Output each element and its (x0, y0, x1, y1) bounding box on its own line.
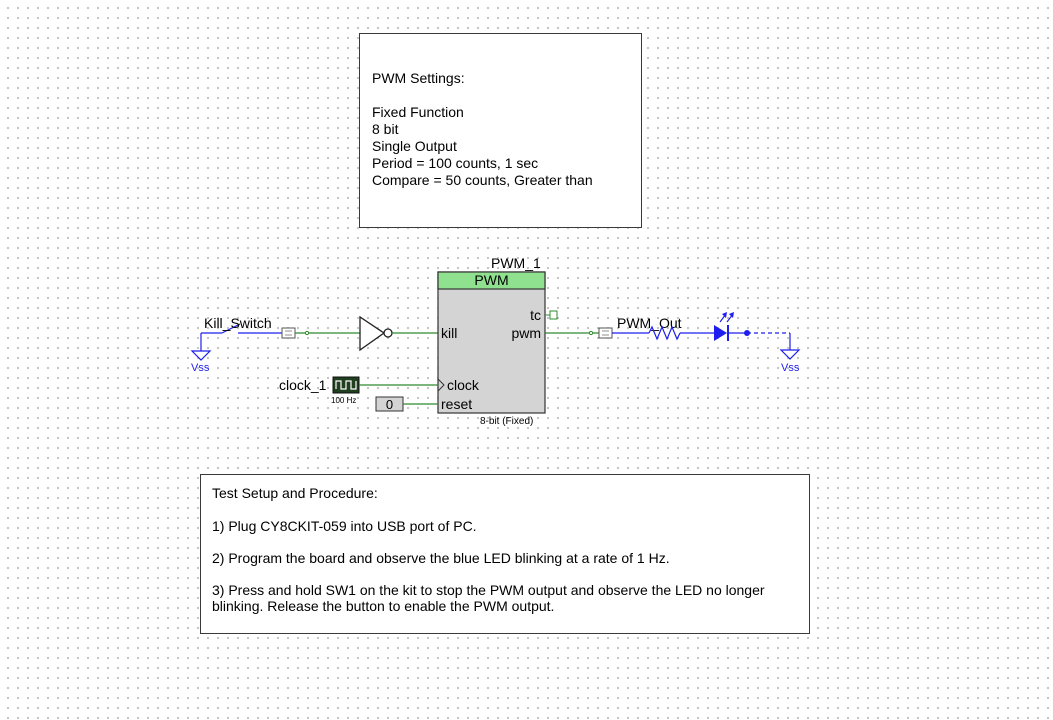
procedure-step: 2) Program the board and observe the blu… (212, 550, 670, 566)
pwm-block[interactable]: PWM_1 PWM kill tc pwm clock reset 8-bit … (437, 255, 546, 427)
settings-line: 8 bit (372, 121, 399, 137)
pin-reset-label: reset (441, 396, 472, 412)
pwm-out-label: PWM_Out (617, 315, 682, 331)
pin-pwm-label: pwm (511, 325, 541, 341)
not-gate[interactable] (359, 315, 393, 352)
reset-constant[interactable]: 0 (375, 396, 404, 412)
pin-tc-label: tc (530, 307, 541, 323)
settings-line: Compare = 50 counts, Greater than (372, 172, 593, 188)
pwm-settings-note[interactable]: PWM Settings: Fixed Function 8 bit Singl… (359, 33, 642, 228)
clock-frequency: 100 Hz (331, 396, 356, 405)
pwm-title: PWM (474, 272, 508, 288)
pwm-instance-name: PWM_1 (491, 255, 541, 271)
test-procedure-note[interactable]: Test Setup and Procedure: 1) Plug CY8CKI… (200, 474, 810, 634)
kill-switch-ground-label: Vss (191, 362, 210, 374)
clock-component[interactable]: clock_1 100 Hz (279, 376, 360, 405)
settings-line: PWM Settings: (372, 70, 465, 86)
procedure-step: 3) Press and hold SW1 on the kit to stop… (212, 582, 765, 614)
pwm-footer: 8-bit (Fixed) (480, 416, 533, 427)
procedure-step: 1) Plug CY8CKIT-059 into USB port of PC. (212, 518, 477, 534)
resistor[interactable] (648, 325, 681, 341)
clock-label: clock_1 (279, 377, 327, 393)
settings-line: Fixed Function (372, 104, 464, 120)
reset-constant-value: 0 (386, 397, 393, 412)
procedure-title: Test Setup and Procedure: (212, 485, 378, 501)
led-icon[interactable] (714, 312, 734, 341)
kill-switch-label: Kill_Switch (204, 315, 272, 331)
settings-line: Single Output (372, 138, 457, 154)
settings-line: Period = 100 counts, 1 sec (372, 155, 539, 171)
pin-kill-label: kill (441, 325, 457, 341)
output-ground[interactable]: Vss (779, 333, 801, 374)
pin-clock-label: clock (447, 377, 480, 393)
output-ground-label: Vss (781, 362, 800, 374)
kill-switch-component[interactable]: Kill_Switch Vss (190, 315, 296, 374)
